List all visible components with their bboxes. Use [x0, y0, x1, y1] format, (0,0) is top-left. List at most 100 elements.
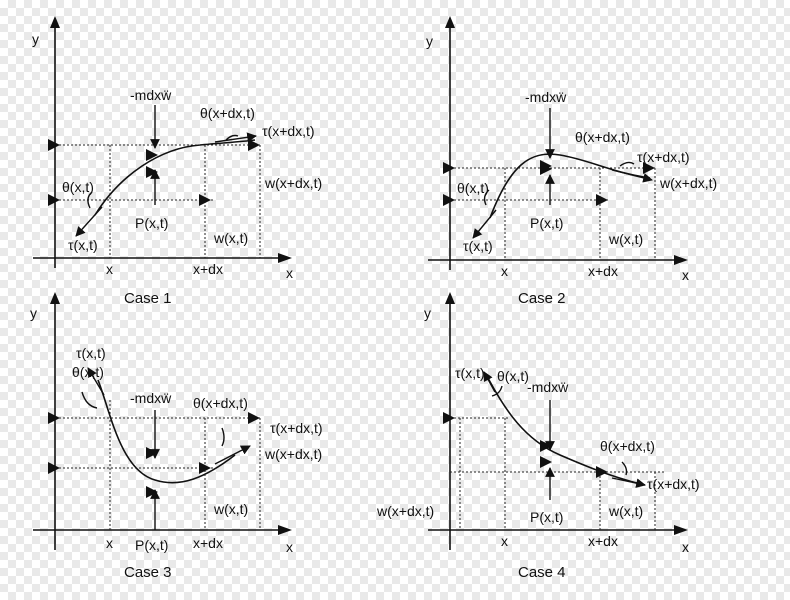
- arrow-marker: [199, 194, 211, 206]
- arrow-marker: [146, 149, 158, 161]
- string-element-curve: [94, 139, 256, 216]
- angle-arc-left: [491, 385, 503, 397]
- case-caption: Case 1: [124, 290, 172, 307]
- w-left-label: w(x,t): [213, 230, 248, 246]
- w-right-label: w(x+dx,t): [659, 175, 717, 191]
- position-xdx-label: x+dx: [588, 533, 618, 549]
- arrow-marker: [248, 412, 260, 424]
- position-x-label: x: [106, 535, 113, 551]
- w-left-label: w(x,t): [213, 501, 248, 517]
- case-caption: Case 3: [124, 564, 172, 581]
- string-element-curve: [487, 377, 646, 486]
- position-xdx-label: x+dx: [588, 263, 618, 279]
- arrow-marker: [643, 162, 655, 174]
- tension-arrow-left: [483, 371, 496, 393]
- tau-left-label: τ(x,t): [463, 238, 493, 254]
- y-axis-arrowhead: [445, 292, 455, 304]
- tension-arrow-right: [214, 445, 251, 465]
- x-axis-arrowhead: [278, 253, 292, 263]
- inertia-force-label: -mdxẅ: [130, 390, 172, 406]
- tension-arrow-right: [214, 132, 257, 143]
- arrow-marker: [146, 486, 158, 498]
- inertia-force-label: -mdxẅ: [525, 89, 567, 105]
- angle-arc-left: [81, 391, 98, 409]
- arrow-marker: [48, 412, 60, 424]
- y-axis-arrowhead: [50, 292, 60, 304]
- y-axis-label: y: [32, 31, 39, 47]
- inertia-force-label: -mdxẅ: [527, 379, 569, 395]
- arrow-marker: [146, 166, 158, 178]
- arrow-marker: [48, 194, 60, 206]
- tension-arrow-right: [611, 477, 646, 488]
- x-axis-label: x: [286, 265, 293, 281]
- tau-right-label: τ(x+dx,t): [637, 149, 690, 165]
- w-right-label: w(x+dx,t): [264, 446, 322, 462]
- case-caption: Case 4: [518, 564, 566, 581]
- x-axis-label: x: [682, 267, 689, 283]
- theta-right-label: θ(x+dx,t): [600, 438, 655, 454]
- y-axis-label: y: [30, 305, 37, 321]
- angle-arc-right: [225, 134, 239, 141]
- tension-arrow-left: [87, 367, 105, 396]
- y-axis-arrowhead: [50, 16, 60, 28]
- x-axis-arrowhead: [674, 525, 688, 535]
- inertia-force-label: -mdxẅ: [130, 87, 172, 103]
- position-xdx-label: x+dx: [193, 261, 223, 277]
- arrow-marker: [540, 163, 552, 175]
- arrow-marker: [199, 462, 211, 474]
- x-axis-label: x: [286, 539, 293, 555]
- tau-right-label: τ(x+dx,t): [647, 476, 700, 492]
- tau-right-label: τ(x+dx,t): [262, 123, 315, 139]
- angle-arc-right: [619, 161, 635, 167]
- y-axis-label: y: [426, 33, 433, 49]
- tension-arrow-right: [611, 169, 653, 183]
- angle-arc-right: [621, 461, 628, 476]
- load-label: P(x,t): [530, 509, 563, 525]
- tension-arrow-left: [75, 206, 103, 237]
- w-right-label: w(x+dx,t): [376, 503, 434, 519]
- string-element-curve: [489, 153, 651, 219]
- w-left-label: w(x,t): [608, 231, 643, 247]
- position-x-label: x: [501, 263, 508, 279]
- arrow-marker: [443, 412, 455, 424]
- panel-case-1: y x x x+dx -mdxẅ θ(x+dx,t) τ(x+dx,t) θ(x…: [32, 16, 322, 307]
- x-axis-arrowhead: [278, 525, 292, 535]
- panel-case-4: y x x x+dx τ(x,t) θ(x,t) -mdxẅ θ(x+dx,t)…: [376, 292, 700, 581]
- x-axis-arrowhead: [674, 255, 688, 265]
- position-x-label: x: [106, 261, 113, 277]
- position-xdx-label: x+dx: [193, 535, 223, 551]
- angle-arc-left: [87, 191, 93, 209]
- tau-right-label: τ(x+dx,t): [270, 420, 323, 436]
- y-axis-arrowhead: [445, 16, 455, 28]
- load-label: P(x,t): [135, 215, 168, 231]
- theta-right-label: θ(x+dx,t): [575, 129, 630, 145]
- w-left-label: w(x,t): [608, 503, 643, 519]
- tau-left-label: τ(x,t): [76, 345, 106, 361]
- arrow-marker: [443, 194, 455, 206]
- theta-left-label: θ(x,t): [72, 364, 104, 380]
- load-label: P(x,t): [135, 537, 168, 553]
- arrow-marker: [48, 139, 60, 151]
- y-axis-label: y: [424, 305, 431, 321]
- arrow-marker: [596, 194, 608, 206]
- tension-arrow-left: [472, 209, 497, 239]
- tau-left-label: τ(x,t): [68, 237, 98, 253]
- angle-arc-right: [221, 427, 225, 447]
- string-element-curve: [97, 379, 236, 484]
- arrow-marker: [48, 462, 60, 474]
- load-label: P(x,t): [530, 215, 563, 231]
- theta-left-label: θ(x,t): [62, 179, 94, 195]
- w-right-label: w(x+dx,t): [264, 175, 322, 191]
- position-x-label: x: [501, 533, 508, 549]
- theta-right-label: θ(x+dx,t): [200, 105, 255, 121]
- theta-right-label: θ(x+dx,t): [193, 395, 248, 411]
- x-axis-label: x: [682, 539, 689, 555]
- angle-arc-left: [483, 189, 490, 206]
- arrow-marker: [146, 447, 158, 459]
- theta-left-label: θ(x,t): [457, 180, 489, 196]
- panel-case-3: y x x x+dx -mdxẅ θ(x+dx,t) τ(x+dx,t) τ(x…: [30, 292, 323, 581]
- arrow-marker: [443, 162, 455, 174]
- tau-left-label: τ(x,t): [455, 365, 485, 381]
- case-caption: Case 2: [518, 290, 566, 307]
